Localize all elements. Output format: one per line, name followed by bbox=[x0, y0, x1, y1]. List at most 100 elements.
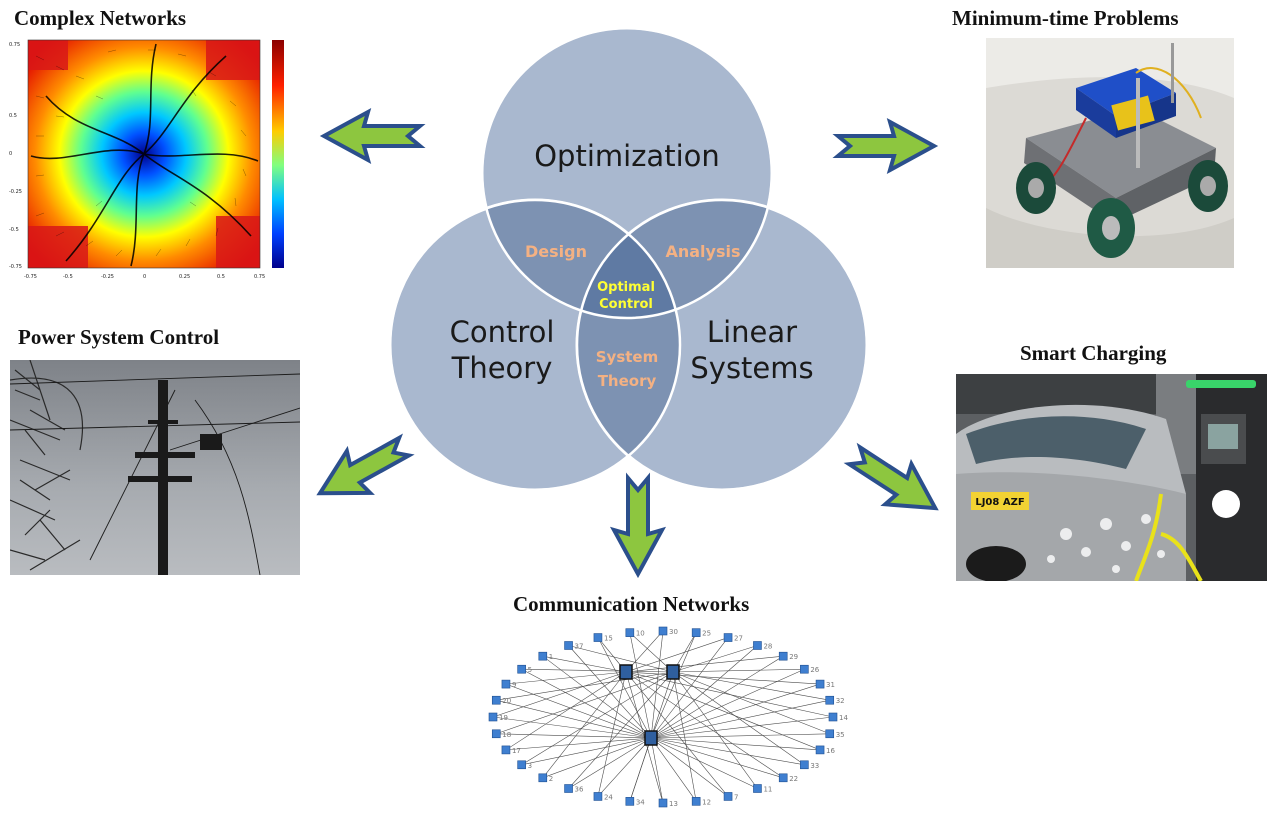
network-edge bbox=[568, 645, 652, 739]
network-node bbox=[778, 651, 788, 661]
network-edge bbox=[650, 737, 664, 804]
network-node bbox=[625, 628, 635, 637]
arrow-to-minimum-time bbox=[836, 120, 936, 172]
heatmap-y-tick: -0.75 bbox=[9, 264, 22, 270]
network-edge bbox=[625, 671, 821, 685]
robot-car-photo bbox=[986, 38, 1234, 268]
network-node-label: 15 bbox=[604, 635, 613, 643]
label-control-line2: Theory bbox=[451, 351, 553, 385]
network-node bbox=[825, 695, 835, 705]
label-linear-line2: Systems bbox=[690, 351, 813, 385]
network-node bbox=[517, 664, 526, 674]
network-edge bbox=[505, 737, 652, 751]
label-optimal-line1: Optimal bbox=[597, 280, 655, 295]
network-hub bbox=[666, 664, 680, 680]
network-node bbox=[517, 760, 526, 770]
network-edge bbox=[625, 671, 784, 779]
heatmap-y-tick: -0.5 bbox=[9, 227, 19, 233]
label-design: Design bbox=[525, 242, 587, 261]
circle-optimization bbox=[480, 26, 774, 320]
network-edge bbox=[597, 671, 627, 797]
license-plate-text: LJ08 AZF bbox=[975, 497, 1024, 508]
network-edge bbox=[650, 716, 834, 739]
caption-communication-networks: Communication Networks bbox=[513, 592, 750, 616]
network-edge bbox=[650, 683, 821, 739]
network-edge bbox=[650, 632, 697, 739]
network-edge bbox=[629, 632, 674, 673]
network-node-label: 3 bbox=[528, 762, 532, 770]
network-node-label: 29 bbox=[789, 653, 798, 661]
network-edge bbox=[650, 737, 784, 779]
label-analysis: Analysis bbox=[665, 242, 740, 261]
network-node bbox=[723, 792, 733, 801]
network-edge bbox=[505, 671, 627, 751]
network-edge bbox=[521, 668, 674, 673]
network-node-label: 27 bbox=[734, 635, 743, 643]
circle-linear-systems bbox=[575, 198, 869, 492]
network-node-label: 25 bbox=[702, 630, 711, 638]
network-edge bbox=[492, 716, 652, 739]
network-edge bbox=[597, 737, 652, 797]
network-node-label: 18 bbox=[502, 731, 511, 739]
network-edge bbox=[496, 671, 674, 701]
network-edge bbox=[629, 632, 652, 739]
network-edge bbox=[542, 671, 627, 778]
heatmap-y-tick: 0 bbox=[9, 151, 12, 157]
power-pole-photo bbox=[10, 360, 300, 575]
heatmap-x-tick: 0.25 bbox=[179, 274, 190, 280]
network-edge bbox=[672, 671, 830, 701]
network-edge bbox=[542, 655, 652, 739]
network-node-label: 32 bbox=[836, 697, 845, 705]
network-node-label: 14 bbox=[839, 714, 848, 722]
circle-control-theory bbox=[388, 198, 682, 492]
network-node bbox=[658, 626, 668, 636]
network-edge bbox=[650, 737, 821, 751]
network-node-label: 12 bbox=[702, 798, 711, 806]
network-edge bbox=[650, 637, 729, 739]
network-node-label: 10 bbox=[636, 630, 645, 638]
network-node bbox=[491, 695, 501, 705]
heatmap-y-tick: 0.5 bbox=[9, 113, 17, 119]
arrow-to-smart-charging bbox=[839, 433, 951, 531]
heatmap-x-tick: -0.5 bbox=[63, 274, 73, 280]
network-node bbox=[564, 784, 573, 793]
network-node bbox=[491, 729, 501, 739]
network-node bbox=[753, 784, 762, 793]
network-node-label: 19 bbox=[499, 714, 508, 722]
network-edge bbox=[650, 733, 830, 739]
arrow-to-communication-networks bbox=[612, 476, 664, 576]
network-node bbox=[723, 633, 733, 642]
network-edge bbox=[568, 671, 674, 789]
network-edge bbox=[650, 737, 697, 802]
network-edge bbox=[496, 699, 652, 739]
network-node bbox=[800, 664, 809, 674]
label-optimal-line2: Control bbox=[599, 297, 653, 312]
network-edge bbox=[521, 737, 652, 766]
network-edge bbox=[505, 683, 652, 739]
network-edge bbox=[672, 671, 758, 789]
network-node bbox=[658, 798, 668, 808]
network-node bbox=[538, 773, 548, 783]
network-edge bbox=[672, 671, 697, 802]
caption-power-system-control: Power System Control bbox=[18, 325, 220, 349]
network-edge bbox=[672, 671, 805, 766]
network-edge bbox=[650, 645, 758, 739]
heatmap-x-tick: 0.75 bbox=[254, 274, 265, 280]
network-node bbox=[778, 773, 788, 783]
network-edge bbox=[650, 668, 805, 739]
overlap-analysis bbox=[577, 200, 772, 318]
network-edge bbox=[650, 655, 784, 739]
network-node bbox=[501, 679, 511, 689]
heatmap-x-tick: -0.75 bbox=[24, 274, 37, 280]
network-node-label: 26 bbox=[810, 666, 819, 674]
network-node-label: 37 bbox=[575, 642, 584, 650]
network-node-label: 36 bbox=[575, 786, 584, 794]
network-edge bbox=[521, 668, 652, 739]
network-edge bbox=[625, 637, 729, 673]
heatmap-y-tick: 0.75 bbox=[9, 42, 20, 48]
network-edge bbox=[521, 671, 674, 766]
network-node bbox=[691, 797, 701, 806]
network-edge bbox=[496, 733, 652, 739]
